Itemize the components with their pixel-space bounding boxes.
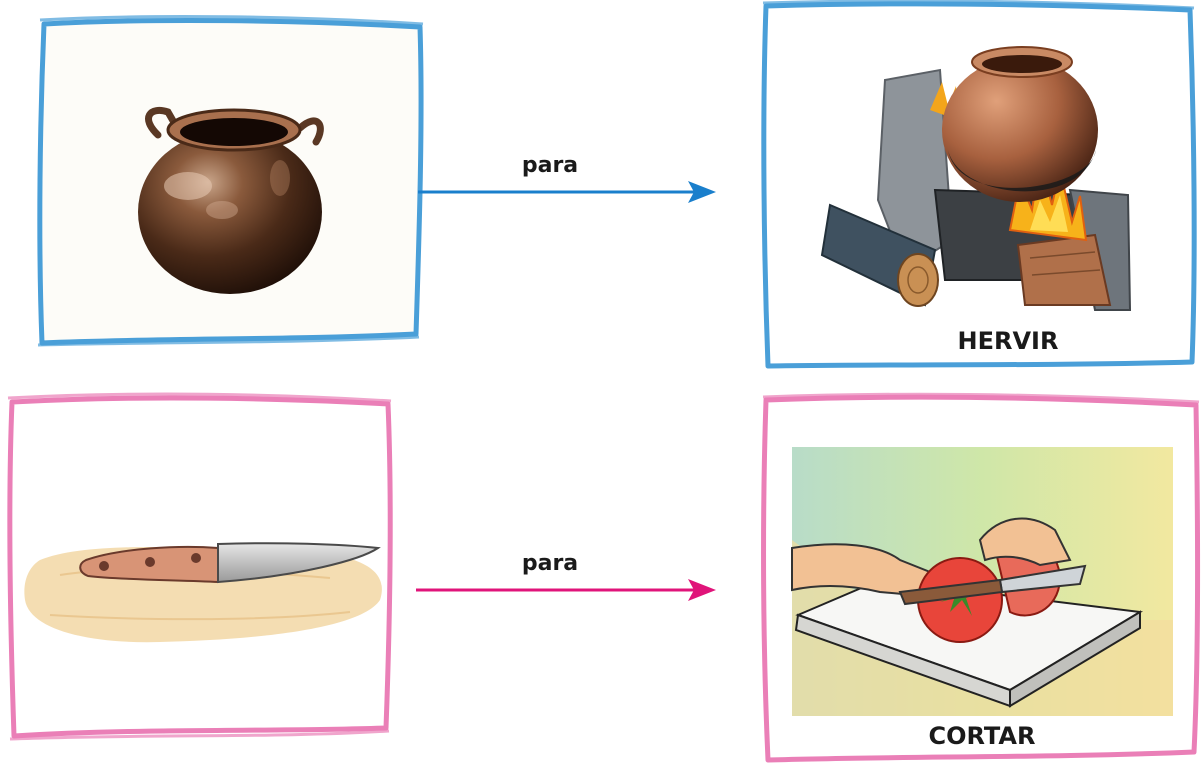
connector-label-row-2: para — [522, 551, 578, 576]
pot-card — [38, 17, 423, 345]
arrow-row-1 — [418, 181, 716, 203]
cut-card: CORTAR — [763, 394, 1199, 760]
boil-card: HERVIR — [763, 1, 1194, 366]
connector-label-row-1: para — [522, 153, 578, 178]
boil-caption: HERVIR — [958, 327, 1059, 355]
arrow-row-2 — [416, 579, 716, 601]
cut-caption: CORTAR — [929, 722, 1036, 750]
cutting-tomato-illustration — [792, 447, 1173, 716]
knife-card — [8, 394, 391, 739]
